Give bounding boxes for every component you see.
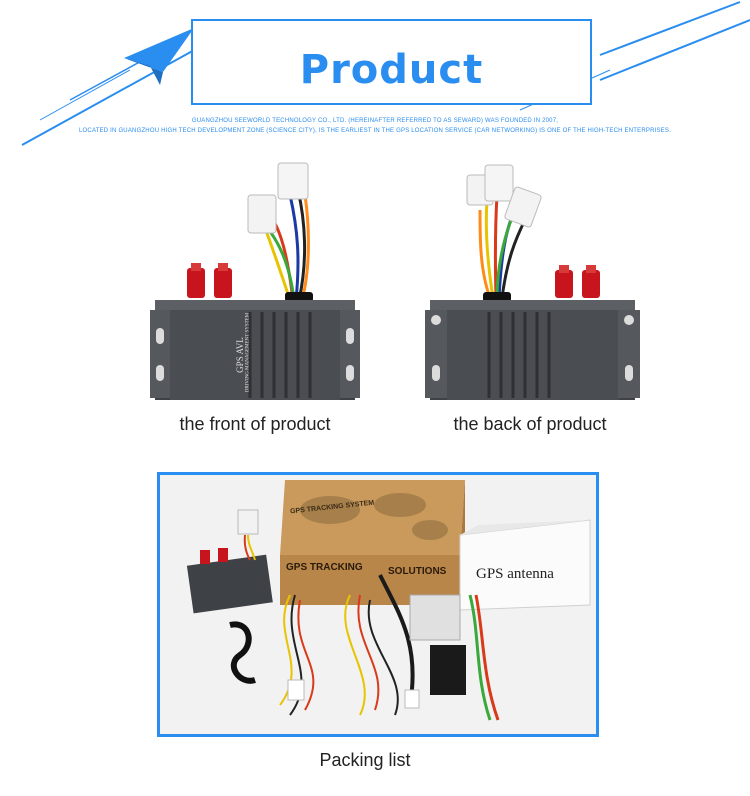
company-intro-line-1: GUANGZHOU SEEWORLD TECHNOLOGY CO., LTD. … xyxy=(191,118,559,124)
packing-list-image xyxy=(160,475,596,734)
front-product-image xyxy=(150,162,360,400)
company-intro-line-2: LOCATED IN GUANGZHOU HIGH TECH DEVELOPME… xyxy=(79,128,671,134)
header-frame xyxy=(191,19,592,105)
box-print-solutions: SOLUTIONS xyxy=(388,566,447,577)
page-title: Product xyxy=(299,47,484,93)
paper-plane-decoration xyxy=(21,1,750,146)
packing-list-caption: Packing list xyxy=(319,750,411,770)
box-print-side: GPS TRACKING xyxy=(286,562,363,573)
back-product-image xyxy=(425,164,640,400)
device-label-main: GPS AVL xyxy=(235,337,245,373)
device-label-sub: DRIVING MANAGEMENT SYSTEM xyxy=(245,312,251,393)
back-product-caption: the back of product xyxy=(453,414,607,434)
front-product-caption: the front of product xyxy=(179,414,331,434)
antenna-box-label: GPS antenna xyxy=(476,566,554,582)
